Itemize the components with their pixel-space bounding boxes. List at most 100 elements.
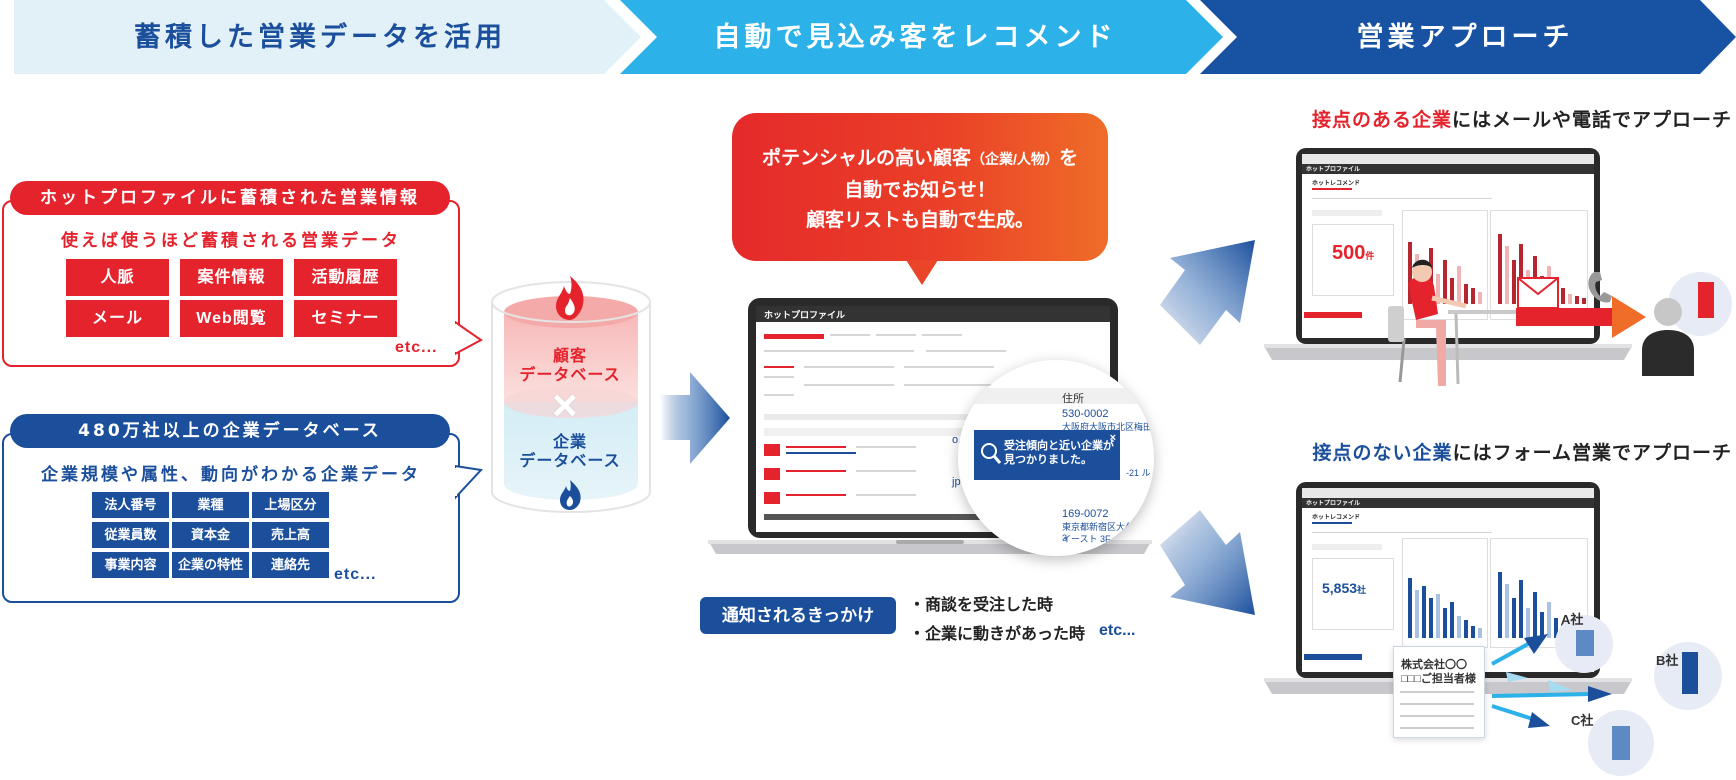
- screen-bar: [1498, 234, 1502, 304]
- screen-bar: [1450, 278, 1454, 304]
- sales-item: 人脈: [66, 259, 169, 296]
- recommend-balloon: [732, 113, 1108, 261]
- address-column-header: 住所: [1062, 393, 1084, 405]
- search-icon: [981, 443, 1002, 464]
- paper-planes: [1491, 634, 1612, 728]
- screen-bar: [1561, 288, 1565, 304]
- screen-bar: [1478, 292, 1482, 304]
- screen-bar: [1554, 618, 1558, 638]
- trigger-label: 通知されるきっかけ: [700, 597, 896, 634]
- sales-item: 活動履歴: [294, 259, 397, 296]
- sales-info-pill: ホットプロファイルに蓄積された営業情報: [10, 181, 450, 215]
- letter-line-1: 株式会社〇〇: [1401, 659, 1467, 671]
- screen-bar: [1464, 620, 1468, 638]
- company-db-line: 企業: [552, 434, 587, 451]
- company-attr: 資本金: [172, 522, 249, 548]
- paper-plane-icon: [1528, 712, 1550, 728]
- laptop-1-brand: ホットプロファイル: [1306, 167, 1361, 173]
- arrow-down-right-icon: [1160, 510, 1255, 615]
- customer-db-line: 顧客: [552, 348, 587, 365]
- company-attr: 連絡先: [252, 552, 329, 578]
- screen-bar: [1457, 266, 1461, 304]
- sales-item: 案件情報: [180, 259, 283, 296]
- screen-bar: [1519, 580, 1523, 638]
- company-db-label: 企業 データベース: [500, 433, 640, 471]
- screen-bar: [1498, 572, 1502, 638]
- screen-bar: [1443, 608, 1447, 638]
- company-b: [1654, 642, 1722, 710]
- step-1-arrow: [14, 0, 641, 74]
- screen-bar: [1582, 298, 1586, 304]
- company-db-subtitle: 企業規模や属性、動向がわかる企業データ: [41, 465, 421, 485]
- sales-info-etc: etc...: [395, 339, 438, 356]
- balloon-line-2: 自動でお知らせ！: [844, 180, 996, 201]
- laptop-2-screen: ホットプロファイル ホットレコメンド 5,853社: [1302, 488, 1594, 672]
- balloon-line-1: ポテンシャルの高い顧客（企業/人物）を: [762, 148, 1078, 169]
- screen-bar: [1422, 586, 1426, 638]
- screen-bar: [1471, 288, 1475, 304]
- company-label: B社: [1656, 653, 1679, 668]
- company-c: [1588, 710, 1654, 776]
- notification-popup[interactable]: 受注傾向と近い企業が見つかりました。 ×: [974, 430, 1120, 480]
- screen-bar: [1568, 294, 1572, 304]
- salesperson-illustration: [1388, 259, 1518, 386]
- screen-bar: [1512, 598, 1516, 638]
- sales-item: セミナー: [294, 300, 397, 337]
- contact-person-illustration: [1642, 272, 1732, 376]
- step-2-arrow: [620, 0, 1223, 74]
- letter-lines: [1400, 691, 1474, 729]
- balloon-line-3: 顧客リストも自動で生成。: [805, 210, 1034, 231]
- times-icon: ×: [552, 381, 578, 430]
- step-2-label: 自動で見込み客をレコメンド: [713, 22, 1117, 53]
- company-label: C社: [1571, 713, 1594, 728]
- database-cylinder: [491, 276, 651, 513]
- screen-bar: [1436, 274, 1440, 304]
- paper-plane-icon: [1524, 634, 1548, 654]
- screen-bar: [1478, 628, 1482, 638]
- sales-info-subtitle: 使えば使うほど蓄積される営業データ: [61, 231, 401, 251]
- paper-plane-icon: [1588, 686, 1612, 702]
- trigger-item: ・企業に動きがあった時: [909, 626, 1086, 643]
- address-fragment: -21 ル: [1126, 468, 1151, 478]
- company-db-line: データベース: [519, 453, 621, 470]
- email-phone-illustration: [1516, 272, 1646, 338]
- laptop-2-count: 5,853社: [1322, 580, 1367, 596]
- screen-bar: [1429, 598, 1433, 638]
- screen-bar: [1547, 602, 1551, 638]
- step-3-label: 営業アプローチ: [1356, 22, 1574, 53]
- laptop-1-count: 500件: [1332, 242, 1375, 264]
- customer-db-label: 顧客 データベース: [500, 347, 640, 385]
- trigger-item: ・商談を受注した時: [909, 597, 1054, 614]
- company-db-pill: 480万社以上の企業データベース: [10, 414, 450, 448]
- flame-icon: [560, 480, 581, 510]
- laptop-2-brand: ホットプロファイル: [1306, 501, 1361, 507]
- center-brand: ホットプロファイル: [764, 310, 846, 320]
- sales-item: メール: [66, 300, 169, 337]
- customer-db-line: データベース: [519, 367, 621, 384]
- screen-bar: [1526, 608, 1530, 638]
- arrow-up-right-icon: [1160, 240, 1255, 345]
- step-3-arrow: [1200, 0, 1736, 74]
- triggers-etc: etc...: [1099, 622, 1136, 639]
- screen-bar: [1505, 584, 1509, 638]
- close-icon[interactable]: ×: [1109, 432, 1116, 444]
- screen-bar: [1436, 594, 1440, 638]
- arrow-right-icon: [660, 372, 730, 464]
- building-icon: [1682, 652, 1698, 694]
- screen-bar: [1457, 616, 1461, 638]
- company-attr: 売上高: [252, 522, 329, 548]
- form-approach-heading: 接点のない企業にはフォーム営業でアプローチ: [1312, 443, 1732, 464]
- contact-approach-heading: 接点のある企業にはメールや電話でアプローチ: [1311, 110, 1732, 131]
- company-a: [1555, 615, 1613, 673]
- step-1-label: 蓄積した営業データを活用: [134, 22, 506, 53]
- screen-bar: [1471, 626, 1475, 638]
- process-steps: [14, 0, 1736, 74]
- company-label: A社: [1561, 612, 1584, 627]
- flame-icon: [556, 276, 584, 320]
- balloon-tail: [906, 260, 938, 285]
- screen-bar: [1575, 296, 1579, 304]
- screen-fragment: jp: [952, 476, 961, 488]
- building-icon: [1698, 282, 1714, 318]
- building-icon: [1612, 726, 1630, 760]
